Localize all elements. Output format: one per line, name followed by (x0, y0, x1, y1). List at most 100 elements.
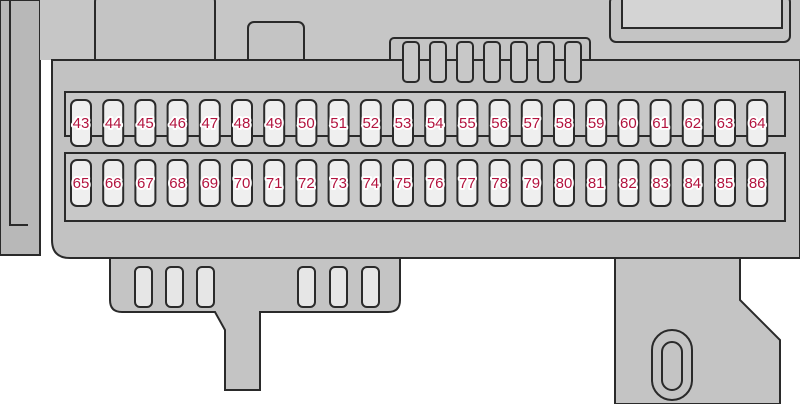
fuse-label: 61 (652, 115, 669, 132)
fuse-label: 53 (395, 115, 412, 132)
fuse-label: 59 (588, 115, 605, 132)
fuse-label: 74 (362, 175, 379, 192)
connector-pin (456, 41, 474, 83)
fuse-53[interactable]: 53 (392, 99, 414, 147)
fuse-46[interactable]: 46 (166, 99, 189, 147)
fuse-60[interactable]: 60 (617, 99, 640, 147)
fuse-label: 56 (491, 115, 508, 132)
fuse-64[interactable]: 64 (746, 99, 769, 147)
fuse-body (198, 159, 221, 207)
fuse-body (714, 159, 736, 207)
fuse-55[interactable]: 55 (456, 99, 479, 147)
fuse-label: 65 (73, 175, 90, 192)
fuse-52[interactable]: 52 (359, 99, 382, 147)
fuse-57[interactable]: 57 (520, 99, 543, 147)
fuse-label: 43 (73, 115, 90, 132)
fuse-body (166, 99, 189, 147)
fuse-62[interactable]: 62 (681, 99, 704, 147)
fuse-label: 68 (169, 175, 186, 192)
fuse-label: 55 (459, 115, 476, 132)
fuse-81[interactable]: 81 (585, 159, 608, 207)
fuse-label: 75 (395, 175, 412, 192)
fuse-49[interactable]: 49 (263, 99, 286, 147)
fuse-label: 82 (620, 175, 637, 192)
fuse-body (681, 159, 704, 207)
fuse-label: 47 (201, 115, 218, 132)
fuse-label: 49 (266, 115, 283, 132)
fuse-77[interactable]: 77 (456, 159, 479, 207)
fuse-63[interactable]: 63 (714, 99, 736, 147)
terminal-slot (297, 266, 316, 308)
fuse-50[interactable]: 50 (295, 99, 318, 147)
fuse-label: 63 (717, 115, 734, 132)
fuse-body (553, 159, 575, 207)
terminal-slot (329, 266, 348, 308)
fuse-body (488, 159, 511, 207)
fuse-body (134, 159, 157, 207)
fuse-54[interactable]: 54 (424, 99, 447, 147)
fuse-label: 73 (330, 175, 347, 192)
fuse-body (617, 99, 640, 147)
fuse-56[interactable]: 56 (488, 99, 511, 147)
fuse-label: 84 (684, 175, 701, 192)
connector-pin (402, 41, 420, 83)
fuse-67[interactable]: 67 (134, 159, 157, 207)
fuse-body (553, 99, 575, 147)
fuse-label: 77 (459, 175, 476, 192)
fuse-body (102, 99, 125, 147)
fuse-85[interactable]: 85 (714, 159, 736, 207)
fuse-75[interactable]: 75 (392, 159, 414, 207)
fuse-80[interactable]: 80 (553, 159, 575, 207)
fuse-70[interactable]: 70 (231, 159, 253, 207)
fuse-51[interactable]: 51 (327, 99, 350, 147)
lower-pins (134, 266, 380, 308)
fuse-47[interactable]: 47 (198, 99, 221, 147)
fuse-82[interactable]: 82 (617, 159, 640, 207)
fuse-76[interactable]: 76 (424, 159, 447, 207)
fuse-label: 70 (234, 175, 251, 192)
fuse-86[interactable]: 86 (746, 159, 769, 207)
upper-right-inner (621, 0, 783, 29)
fuse-59[interactable]: 59 (585, 99, 608, 147)
fuse-83[interactable]: 83 (649, 159, 672, 207)
fuse-label: 76 (427, 175, 444, 192)
fuse-body (70, 99, 92, 147)
fuse-79[interactable]: 79 (520, 159, 543, 207)
fuse-71[interactable]: 71 (263, 159, 286, 207)
fuse-body (617, 159, 640, 207)
fuse-body (295, 159, 318, 207)
fuse-body (456, 99, 479, 147)
fuse-label: 64 (749, 115, 766, 132)
fuse-84[interactable]: 84 (681, 159, 704, 207)
fuse-44[interactable]: 44 (102, 99, 125, 147)
fuse-65[interactable]: 65 (70, 159, 92, 207)
fuse-label: 85 (717, 175, 734, 192)
fuse-58[interactable]: 58 (553, 99, 575, 147)
fuse-73[interactable]: 73 (327, 159, 350, 207)
fuse-label: 51 (330, 115, 347, 132)
fuse-69[interactable]: 69 (198, 159, 221, 207)
fuse-61[interactable]: 61 (649, 99, 672, 147)
fuse-66[interactable]: 66 (102, 159, 125, 207)
lower-bracket-right (614, 249, 781, 404)
fuse-72[interactable]: 72 (295, 159, 318, 207)
slot-oval-inner (661, 341, 683, 391)
fuse-label: 48 (234, 115, 251, 132)
fuse-label: 62 (684, 115, 701, 132)
fuse-74[interactable]: 74 (359, 159, 382, 207)
fuse-body (134, 99, 157, 147)
fuse-45[interactable]: 45 (134, 99, 157, 147)
fuse-48[interactable]: 48 (231, 99, 253, 147)
fuse-43[interactable]: 43 (70, 99, 92, 147)
fuse-body (359, 159, 382, 207)
fuse-body (520, 159, 543, 207)
fuse-body (166, 159, 189, 207)
fuse-body (392, 99, 414, 147)
fuse-label: 66 (105, 175, 122, 192)
fuse-78[interactable]: 78 (488, 159, 511, 207)
fuse-68[interactable]: 68 (166, 159, 189, 207)
fuse-body (714, 99, 736, 147)
